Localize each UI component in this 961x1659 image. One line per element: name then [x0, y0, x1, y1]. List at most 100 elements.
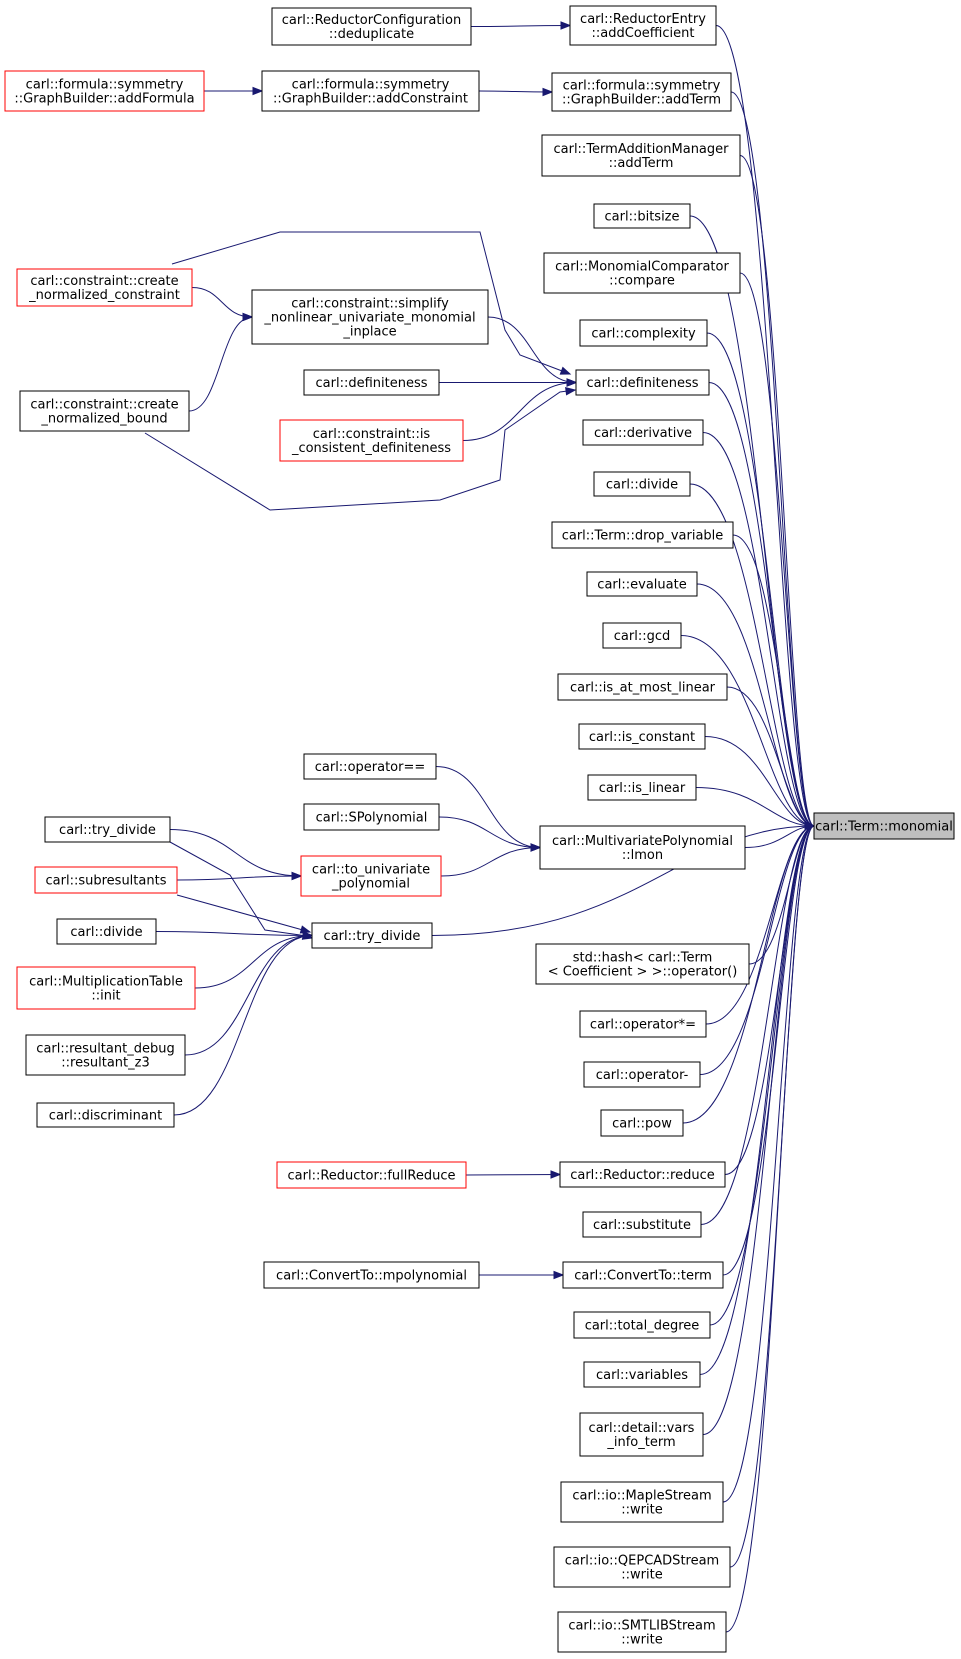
node-lmon[interactable]: carl::MultivariatePolynomial::lmon: [539, 825, 746, 870]
node-label-line: _polynomial: [331, 877, 410, 892]
node-subresultants[interactable]: carl::subresultants: [34, 866, 178, 894]
node-gb-addconstraint[interactable]: carl::formula::symmetry::GraphBuilder::a…: [261, 70, 480, 112]
node-tam-addterm[interactable]: carl::TermAdditionManager::addTerm: [541, 134, 741, 177]
node-is-linear[interactable]: carl::is_linear: [587, 774, 697, 801]
node-gb-addterm[interactable]: carl::formula::symmetry::GraphBuilder::a…: [551, 72, 732, 112]
node-discriminant[interactable]: carl::discriminant: [36, 1102, 175, 1128]
node-try-divide-left[interactable]: carl::try_divide: [44, 816, 171, 843]
edge-line: [730, 91, 815, 827]
node-total-degree[interactable]: carl::total_degree: [573, 1311, 711, 1339]
edge-line: [171, 231, 571, 375]
node-box: [25, 1034, 186, 1076]
node-is-consistent[interactable]: carl::constraint::is_consistent_definite…: [279, 419, 464, 462]
node-divide-left[interactable]: carl::divide: [56, 918, 157, 945]
node-variables[interactable]: carl::variables: [583, 1361, 701, 1388]
edge-line: [725, 825, 815, 1633]
node-bitsize[interactable]: carl::bitsize: [593, 203, 691, 229]
node-label-line: carl::constraint::simplify: [291, 297, 449, 312]
node-hash[interactable]: std::hash< carl::Term< Coefficient > >::…: [535, 943, 750, 985]
node-box: [56, 918, 157, 945]
node-definiteness-main[interactable]: carl::definiteness: [575, 369, 710, 396]
node-box: [573, 1311, 711, 1339]
node-box: [587, 774, 697, 801]
node-fullreduce[interactable]: carl::Reductor::fullReduce: [276, 1161, 467, 1189]
edge-line: [682, 825, 815, 1124]
node-resultant-z3[interactable]: carl::resultant_debug::resultant_z3: [25, 1034, 186, 1076]
node-gcd[interactable]: carl::gcd: [602, 622, 682, 649]
node-simplify[interactable]: carl::constraint::simplify_nonlinear_uni…: [251, 289, 489, 345]
node-create-constraint[interactable]: carl::constraint::create_normalized_cons…: [16, 268, 193, 307]
node-box: [276, 1161, 467, 1189]
edge-line: [722, 825, 815, 1503]
node-gb-addformula[interactable]: carl::formula::symmetry::GraphBuilder::a…: [4, 70, 205, 112]
node-qepcad[interactable]: carl::io::QEPCADStream::write: [553, 1546, 731, 1588]
node-to-univariate[interactable]: carl::to_univariate_polynomial: [300, 855, 442, 897]
node-monomial[interactable]: carl::Term::monomial: [813, 812, 955, 840]
node-is-constant[interactable]: carl::is_constant: [578, 723, 706, 750]
node-is-at-most-linear[interactable]: carl::is_at_most_linear: [557, 673, 728, 701]
node-convert-term[interactable]: carl::ConvertTo::term: [562, 1261, 724, 1289]
node-substitute[interactable]: carl::substitute: [582, 1211, 702, 1238]
edge-subresultants-to-try_divide_mid: [176, 894, 312, 934]
node-label-line: carl::formula::symmetry: [292, 78, 450, 93]
node-multtable[interactable]: carl::MultiplicationTable::init: [16, 966, 196, 1010]
node-label-line: ::lmon: [622, 848, 663, 863]
node-label-line: ::GraphBuilder::addFormula: [14, 92, 194, 107]
node-label-line: carl::resultant_debug: [36, 1042, 174, 1057]
node-box: [578, 723, 706, 750]
node-label-line: carl::MultiplicationTable: [29, 975, 183, 990]
node-opeq[interactable]: carl::operator==: [303, 753, 437, 780]
node-label-line: ::addTerm: [609, 156, 674, 171]
node-label-line: ::deduplicate: [329, 27, 414, 42]
node-box: [582, 1211, 702, 1238]
node-label-line: ::GraphBuilder::addConstraint: [273, 92, 468, 107]
edge-is_consistent-to-definiteness_main: [462, 378, 578, 441]
node-spoly[interactable]: carl::SPolynomial: [303, 803, 440, 831]
edge-layer: [144, 21, 816, 1633]
node-opminus[interactable]: carl::operator-: [583, 1061, 701, 1088]
node-moncomp[interactable]: carl::MonomialComparator::compare: [543, 252, 741, 294]
node-addcoef[interactable]: carl::ReductorEntry::addCoefficient: [569, 5, 717, 46]
node-vars-info[interactable]: carl::detail::vars_info_term: [579, 1412, 704, 1457]
node-label-line: carl::Reductor::fullReduce: [288, 1169, 456, 1184]
edge-smtlib-to-monomial: [725, 821, 816, 1633]
node-reduce[interactable]: carl::Reductor::reduce: [559, 1161, 726, 1188]
edge-line: [440, 847, 541, 877]
node-label-line: carl::variables: [596, 1368, 688, 1383]
node-box: [551, 521, 734, 549]
node-definiteness-2[interactable]: carl::definiteness: [303, 369, 440, 396]
node-label-line: carl::io::MapleStream: [572, 1489, 711, 1504]
node-label-line: carl::complexity: [591, 327, 696, 342]
edge-gb_addformula-to-gb_addconstraint: [204, 86, 264, 96]
node-label-line: std::hash< carl::Term: [573, 951, 712, 966]
arrowhead: [566, 378, 578, 387]
edge-line: [700, 825, 815, 1225]
node-create-bound[interactable]: carl::constraint::create_normalized_boun…: [19, 390, 190, 432]
node-maple[interactable]: carl::io::MapleStream::write: [560, 1481, 724, 1523]
node-box: [557, 1611, 727, 1653]
node-box: [583, 1061, 701, 1088]
node-derivative[interactable]: carl::derivative: [582, 419, 704, 446]
node-label-line: ::GraphBuilder::addTerm: [562, 93, 721, 108]
node-label-line: carl::operator-: [596, 1068, 689, 1083]
node-divide-top[interactable]: carl::divide: [593, 471, 691, 497]
edge-derivative-to-monomial: [702, 432, 816, 831]
node-label-line: carl::is_constant: [589, 730, 695, 745]
edge-line: [169, 829, 302, 877]
node-dedup[interactable]: carl::ReductorConfiguration::deduplicate: [271, 7, 472, 46]
edge-opeq-to-lmon: [435, 766, 542, 852]
node-complexity[interactable]: carl::complexity: [579, 319, 708, 347]
node-label-line: _consistent_definiteness: [291, 441, 451, 456]
node-box: [300, 855, 442, 897]
edge-line: [478, 90, 553, 93]
node-label-line: carl::gcd: [614, 629, 670, 644]
node-pow[interactable]: carl::pow: [600, 1109, 684, 1137]
node-smtlib[interactable]: carl::io::SMTLIBStream::write: [557, 1611, 727, 1653]
node-drop-variable[interactable]: carl::Term::drop_variable: [551, 521, 734, 549]
node-evaluate[interactable]: carl::evaluate: [586, 571, 698, 597]
edge-hash-to-monomial: [748, 821, 816, 965]
node-convert-mpoly[interactable]: carl::ConvertTo::mpolynomial: [263, 1261, 480, 1289]
node-try-divide-mid[interactable]: carl::try_divide: [311, 922, 433, 949]
node-label-line: carl::io::SMTLIBStream: [568, 1619, 715, 1634]
node-opmuleq[interactable]: carl::operator*=: [579, 1010, 707, 1038]
